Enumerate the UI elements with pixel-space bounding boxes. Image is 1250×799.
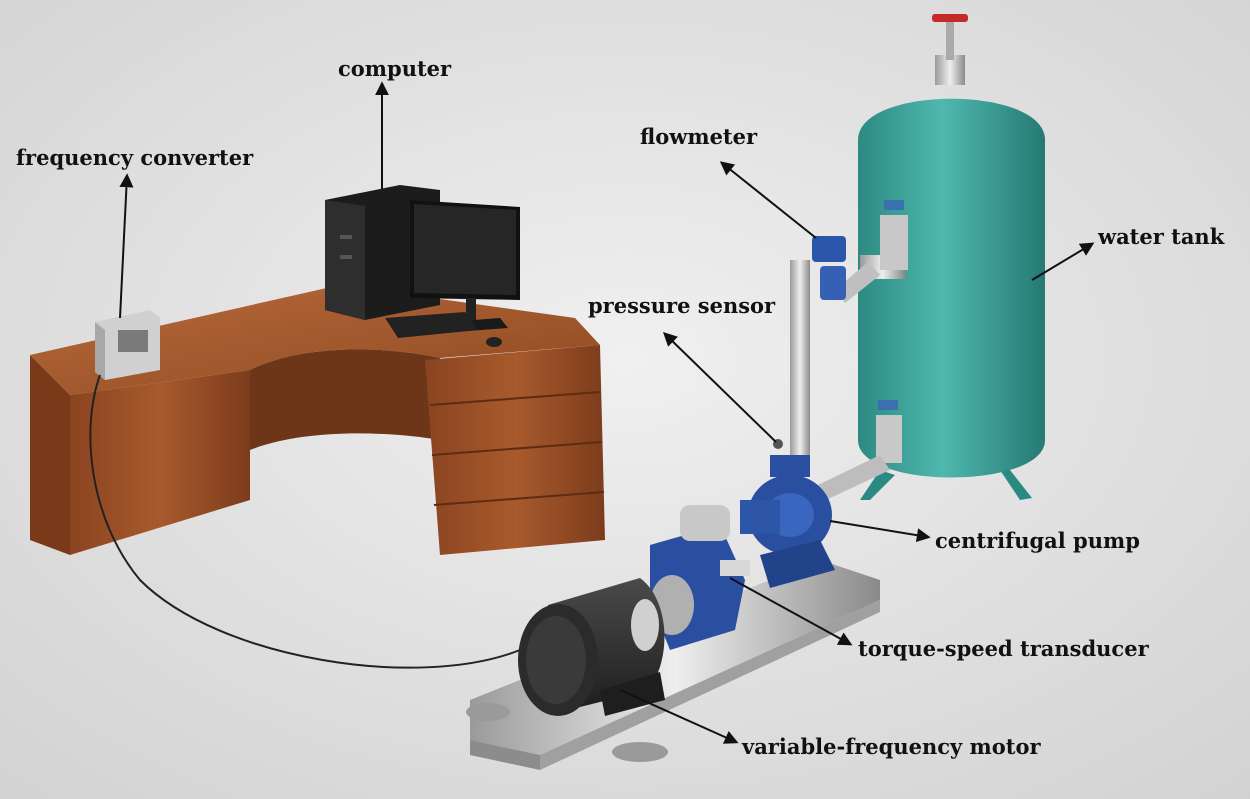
label-frequency-converter: frequency converter bbox=[16, 145, 254, 170]
frequency-converter-device bbox=[95, 310, 160, 380]
water-tank-device bbox=[858, 14, 1045, 500]
arrow-frequency-converter bbox=[119, 173, 134, 319]
label-variable-frequency-motor: variable-frequency motor bbox=[742, 734, 1041, 759]
arrow-pressure-sensor bbox=[662, 332, 777, 443]
power-cable bbox=[89, 374, 521, 669]
label-flowmeter: flowmeter bbox=[640, 124, 758, 149]
arrow-torque-speed-transducer bbox=[729, 577, 853, 646]
desk bbox=[30, 285, 605, 555]
label-pressure-sensor: pressure sensor bbox=[588, 293, 776, 318]
arrow-flowmeter bbox=[719, 161, 817, 239]
annotation-arrows bbox=[119, 81, 1095, 744]
label-torque-speed-transducer: torque-speed transducer bbox=[858, 636, 1149, 661]
arrow-centrifugal-pump bbox=[829, 520, 931, 543]
piping bbox=[790, 200, 908, 500]
centrifugal-pump-device bbox=[740, 455, 835, 588]
mouse bbox=[486, 337, 502, 347]
keyboard bbox=[385, 312, 478, 338]
label-computer: computer bbox=[338, 56, 452, 81]
label-water-tank: water tank bbox=[1098, 224, 1225, 249]
computer-monitor bbox=[385, 200, 520, 347]
arrow-variable-frequency-motor bbox=[619, 689, 739, 744]
arrow-water-tank bbox=[1031, 242, 1095, 281]
flowmeter-device bbox=[812, 236, 846, 300]
variable-frequency-motor-device bbox=[518, 578, 665, 716]
vertical-pipe bbox=[790, 260, 810, 470]
label-centrifugal-pump: centrifugal pump bbox=[935, 528, 1140, 553]
